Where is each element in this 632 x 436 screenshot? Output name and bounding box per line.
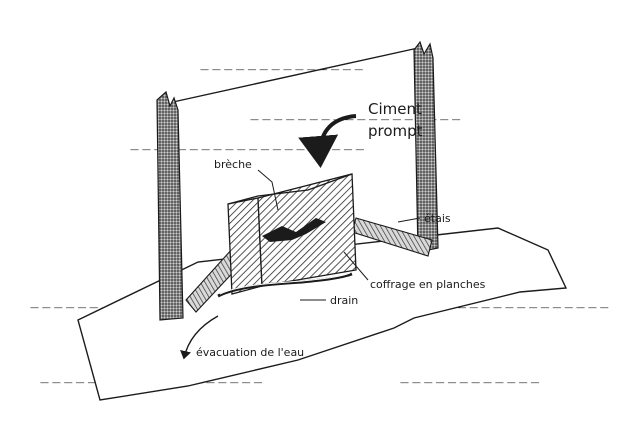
frame-top-edge bbox=[172, 47, 419, 103]
bleed-line-4: — — — — — — — — — — — bbox=[30, 303, 158, 313]
label-evacuation: évacuation de l'eau bbox=[196, 346, 304, 359]
etais-leader bbox=[397, 217, 421, 223]
left-wall bbox=[156, 90, 184, 321]
drain-pipe-highlight bbox=[219, 272, 351, 295]
breche-leader bbox=[257, 169, 279, 211]
bleed-line-1: — — — — — — — — — — — — — — bbox=[200, 65, 363, 75]
bleed-line-5: — — — — — — — — — — — — — — — — — bbox=[410, 303, 609, 313]
breach-crack bbox=[262, 218, 326, 242]
bleed-line-2: — — — — — — — — — — — — — — — — — — bbox=[250, 115, 461, 125]
ground-plane bbox=[77, 227, 568, 401]
label-drain: drain bbox=[330, 294, 358, 307]
label-prompt: prompt bbox=[368, 122, 423, 140]
drain-pipe bbox=[217, 272, 353, 298]
formwork-left-face bbox=[227, 197, 263, 295]
cement-arrow bbox=[298, 114, 357, 168]
formwork-top-edge bbox=[227, 173, 353, 205]
label-breche: brèche bbox=[214, 158, 252, 171]
coffrage-leader bbox=[343, 251, 369, 281]
evacuation-arrow bbox=[180, 315, 219, 360]
bleed-line-7: — — — — — — — — — — — — bbox=[400, 378, 539, 388]
bleed-line-3: — — — — — — — — — — — — — — — — — — — — bbox=[130, 145, 364, 155]
label-etais: étais bbox=[424, 212, 451, 225]
label-ciment: Ciment bbox=[368, 100, 422, 118]
label-coffrage: coffrage en planches bbox=[370, 278, 486, 291]
